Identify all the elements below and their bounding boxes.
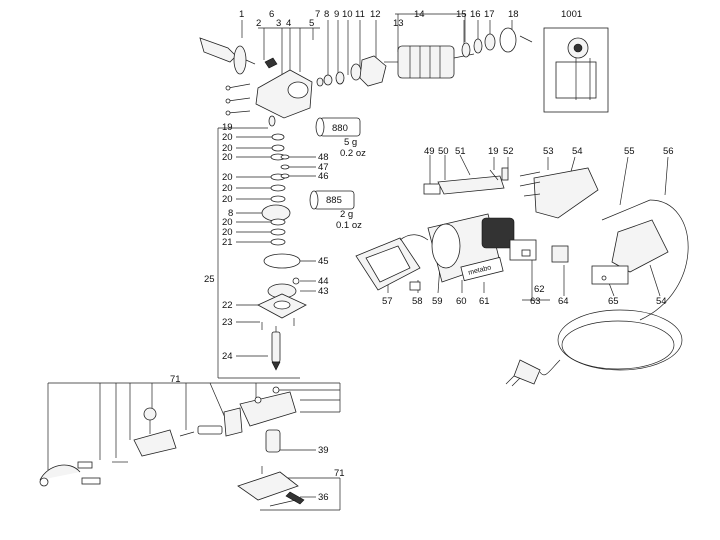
label-71-b: 71 [334, 468, 345, 479]
label-17: 17 [484, 9, 495, 20]
label-9: 9 [334, 9, 339, 20]
label-58: 58 [412, 296, 423, 307]
label-20-b: 20 [222, 143, 233, 154]
label-46: 46 [318, 171, 329, 182]
label-59: 59 [432, 296, 443, 307]
label-36: 36 [318, 492, 329, 503]
label-20-d: 20 [222, 172, 233, 183]
label-52: 52 [503, 146, 514, 157]
label-22: 22 [222, 300, 233, 311]
label-39: 39 [318, 445, 329, 456]
label-10: 10 [342, 9, 353, 20]
label-2: 2 [256, 18, 261, 29]
label-1: 1 [239, 9, 244, 20]
label-15: 15 [456, 9, 467, 20]
housing-screws [225, 83, 251, 116]
label-14: 14 [414, 9, 425, 20]
label-20-e: 20 [222, 183, 233, 194]
label-53: 53 [543, 146, 554, 157]
label-13: 13 [393, 18, 404, 29]
label-24: 24 [222, 351, 233, 362]
grease-tube-880 [315, 117, 361, 137]
guard-parts [39, 386, 305, 507]
label-63: 63 [530, 296, 541, 307]
grease-880-qty: 5 g [344, 137, 357, 148]
label-49: 49 [424, 146, 435, 157]
label-20-g: 20 [222, 217, 233, 228]
label-62: 62 [534, 284, 545, 295]
part-shapes [39, 27, 689, 507]
leader-lines [47, 13, 669, 511]
bearings [316, 55, 387, 87]
label-8: 8 [324, 9, 329, 20]
label-44: 44 [318, 276, 329, 287]
label-20-c: 20 [222, 152, 233, 163]
armature [384, 27, 533, 79]
label-11: 11 [355, 9, 365, 20]
washer-stack [261, 115, 291, 246]
motor-housing [355, 167, 569, 291]
label-51: 51 [455, 146, 466, 157]
label-8-b: 8 [228, 208, 233, 219]
power-cord [505, 309, 683, 387]
grease-880-label: 880 [332, 123, 348, 134]
label-19-b: 19 [488, 146, 499, 157]
label-18: 18 [508, 9, 519, 20]
label-21: 21 [222, 237, 233, 248]
grease-885-oz: 0.1 oz [336, 220, 362, 231]
label-7: 7 [315, 9, 320, 20]
label-1001: 1001 [561, 9, 582, 20]
label-20-a: 20 [222, 132, 233, 143]
grease-880-oz: 0.2 oz [340, 148, 366, 159]
side-handle [199, 37, 256, 75]
label-55: 55 [624, 146, 635, 157]
grease-tube-885 [309, 190, 355, 210]
inset-1001 [543, 27, 609, 113]
label-65: 65 [608, 296, 619, 307]
part-number-labels: 1 2 6 3 4 5 7 8 9 10 11 12 13 14 15 16 1… [170, 9, 674, 503]
label-54-a: 54 [572, 146, 583, 157]
label-48: 48 [318, 152, 329, 163]
grease-885-qty: 2 g [340, 209, 353, 220]
label-71-a: 71 [170, 374, 181, 385]
label-61: 61 [479, 296, 490, 307]
label-3: 3 [276, 18, 281, 29]
rear-cover [533, 167, 689, 321]
label-16: 16 [470, 9, 481, 20]
grease-885-label: 885 [326, 195, 342, 206]
label-57: 57 [382, 296, 393, 307]
label-43: 43 [318, 286, 329, 297]
label-64: 64 [558, 296, 569, 307]
label-60: 60 [456, 296, 467, 307]
label-20-h: 20 [222, 227, 233, 238]
label-6: 6 [269, 9, 274, 20]
label-25: 25 [204, 274, 215, 285]
label-19: 19 [222, 122, 233, 133]
label-56: 56 [663, 146, 674, 157]
label-47: 47 [318, 162, 329, 173]
lower-assembly [257, 253, 307, 371]
label-5: 5 [309, 18, 314, 29]
label-23: 23 [222, 317, 233, 328]
label-50: 50 [438, 146, 449, 157]
label-20-f: 20 [222, 194, 233, 205]
label-45: 45 [318, 256, 329, 267]
label-4: 4 [286, 18, 291, 29]
gear-housing [255, 57, 313, 119]
label-54-b: 54 [656, 296, 667, 307]
label-12: 12 [370, 9, 381, 20]
misc-screws [489, 169, 541, 197]
